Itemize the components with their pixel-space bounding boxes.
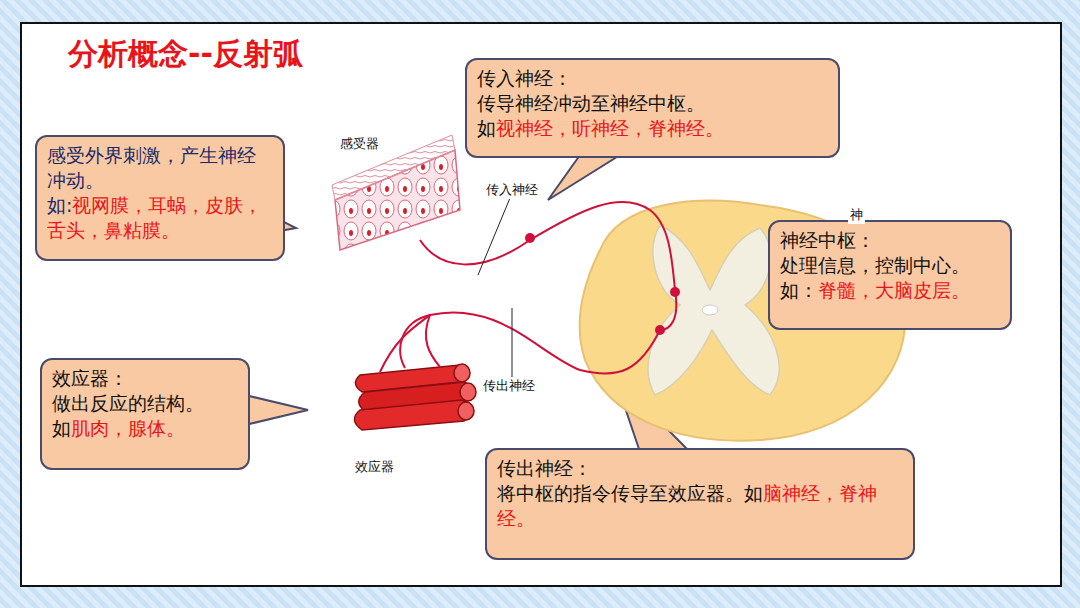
- title: 分析概念--反射弧: [68, 34, 303, 75]
- callout-text: 传导神经冲动至神经中枢。: [477, 92, 705, 114]
- callout-text: 肌肉，腺体。: [71, 417, 185, 439]
- callout-text: 如: [52, 417, 71, 439]
- callout-text: 视神经，听神经，脊神经。: [496, 117, 724, 139]
- callout-text: 如: [477, 117, 496, 139]
- part-label: 效应器: [353, 458, 396, 476]
- callout-box: 神经中枢： 处理信息，控制中心。如：脊髓，大脑皮层。: [768, 220, 1012, 330]
- part-label: 传入神经: [484, 181, 540, 199]
- callout-text: 脊髓，大脑皮层。: [818, 279, 970, 301]
- callout-box: 感受外界刺激，产生神经冲动。如:视网膜，耳蜗，皮肤，舌头，鼻粘膜。: [35, 135, 285, 261]
- callout-text: 如:: [47, 194, 72, 216]
- callout-box: 效应器： 做出反应的结构。如肌肉，腺体。: [40, 358, 250, 470]
- callout-text: 如：: [780, 279, 818, 301]
- callout-text: 感受外界刺激，产生神经冲动。: [47, 144, 256, 191]
- callout-heading: 神经中枢：: [780, 229, 875, 251]
- callout-heading: 效应器：: [52, 367, 128, 389]
- callout-box: 传出神经：将中枢的指令传导至效应器。如脑神经，脊神经。: [485, 448, 915, 560]
- callout-text: 处理信息，控制中心。: [780, 254, 970, 276]
- callout-heading: 传出神经：: [497, 457, 592, 479]
- callout-text: 将中枢的指令传导至效应器。如: [497, 482, 763, 504]
- part-label: 感受器: [338, 135, 381, 153]
- callout-box: 传入神经： 传导神经冲动至神经中枢。如视神经，听神经，脊神经。: [465, 58, 840, 158]
- callout-text: 做出反应的结构。: [52, 392, 204, 414]
- part-label: 神: [848, 206, 865, 224]
- callout-text: 视网膜，耳蜗，皮肤，舌头，鼻粘膜。: [47, 194, 262, 241]
- part-label: 传出神经: [481, 377, 537, 395]
- callout-heading: 传入神经：: [477, 67, 572, 89]
